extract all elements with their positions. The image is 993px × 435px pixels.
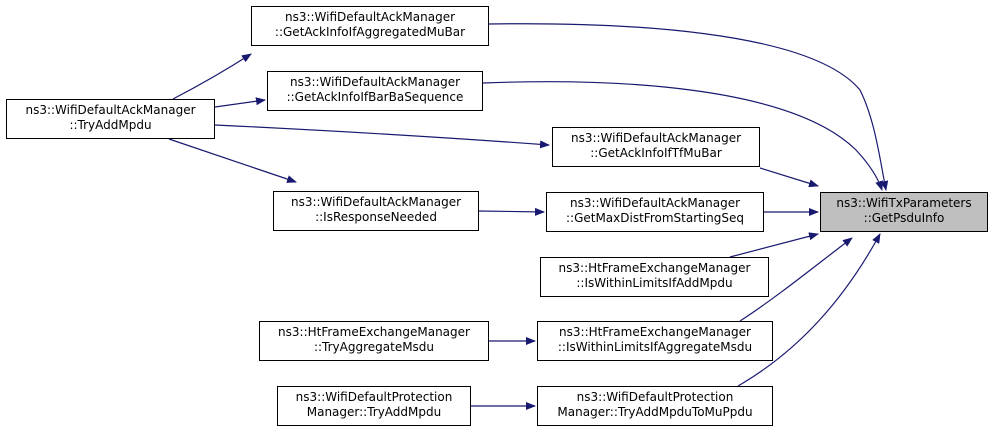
- node-line: ns3::HtFrameExchangeManager: [558, 261, 751, 275]
- node-line: ::IsWithinLimitsIfAggregateMsdu: [557, 340, 753, 354]
- node-line: ns3::WifiDefaultAckManager: [569, 196, 741, 210]
- edge-mubar-to-psdu: [488, 23, 889, 191]
- edge-response-to-maxdist: [478, 207, 545, 216]
- node-line: ns3::WifiDefaultAckManager: [570, 131, 742, 145]
- node-is-within-limits-if-add-mpdu[interactable]: ns3::HtFrameExchangeManager ::IsWithinLi…: [540, 257, 769, 297]
- edge-trympdu-to-mubar: [172, 53, 252, 100]
- node-line: ns3::HtFrameExchangeManager: [559, 325, 751, 339]
- node-try-add-mpdu-to-mu-ppdu[interactable]: ns3::WifiDefaultProtection Manager::TryA…: [537, 386, 773, 426]
- node-default-ack-manager-try-add-mpdu[interactable]: ns3::WifiDefaultAckManager ::TryAddMpdu: [6, 99, 215, 139]
- edge-mupdu-to-psdu: [737, 233, 881, 387]
- node-line: ::GetAckInfoIfAggregatedMuBar: [274, 25, 466, 39]
- node-protection-manager-try-add-mpdu[interactable]: ns3::WifiDefaultProtection Manager::TryA…: [277, 386, 471, 426]
- node-try-aggregate-msdu[interactable]: ns3::HtFrameExchangeManager ::TryAggrega…: [259, 321, 489, 361]
- edge-trympdu-to-response: [168, 138, 297, 183]
- edge-trympdu-to-tfmubar: [214, 124, 550, 149]
- node-line: ::IsWithinLimitsIfAddMpdu: [576, 276, 733, 290]
- node-get-ack-info-if-bar-ba-sequence[interactable]: ns3::WifiDefaultAckManager ::GetAckInfoI…: [267, 71, 483, 111]
- node-line: ::TryAddMpdu: [69, 118, 152, 132]
- edge-barba-to-psdu: [482, 81, 883, 191]
- node-get-ack-info-if-aggregated-mu-bar[interactable]: ns3::WifiDefaultAckManager ::GetAckInfoI…: [251, 6, 489, 46]
- node-line: ::TryAggregateMsdu: [313, 340, 435, 354]
- node-line: ::GetMaxDistFromStartingSeq: [565, 211, 745, 225]
- node-line: ns3::WifiDefaultAckManager: [289, 75, 461, 89]
- node-line: ns3::WifiTxParameters: [836, 196, 972, 210]
- edge-limitsmpdu-to-psdu: [729, 232, 819, 258]
- node-line: ns3::WifiDefaultAckManager: [290, 195, 462, 209]
- node-get-max-dist-from-starting-seq[interactable]: ns3::WifiDefaultAckManager ::GetMaxDistF…: [546, 192, 764, 232]
- node-is-response-needed[interactable]: ns3::WifiDefaultAckManager ::IsResponseN…: [273, 191, 479, 231]
- node-line: ::GetAckInfoIfBarBaSequence: [286, 90, 464, 104]
- node-line: Manager::TryAddMpdu: [306, 405, 442, 419]
- node-line: ns3::WifiDefaultProtection: [576, 390, 734, 404]
- node-line: ns3::HtFrameExchangeManager: [278, 325, 470, 339]
- node-is-within-limits-if-aggregate-msdu[interactable]: ns3::HtFrameExchangeManager ::IsWithinLi…: [537, 321, 773, 361]
- node-wifi-tx-parameters-get-psdu-info[interactable]: ns3::WifiTxParameters ::GetPsduInfo: [820, 192, 988, 232]
- node-line: ::GetPsduInfo: [863, 211, 945, 225]
- edge-limitsmsdu-to-psdu: [739, 237, 853, 322]
- node-line: ns3::WifiDefaultAckManager: [25, 103, 196, 117]
- node-get-ack-info-if-tf-mu-bar[interactable]: ns3::WifiDefaultAckManager ::GetAckInfoI…: [552, 127, 760, 167]
- node-line: ns3::WifiDefaultProtection: [295, 390, 453, 404]
- edge-tfmubar-to-psdu: [759, 167, 819, 188]
- node-line: Manager::TryAddMpduToMuPpdu: [557, 405, 753, 419]
- node-line: ::IsResponseNeeded: [315, 210, 437, 224]
- edge-trympdu-to-barba: [214, 97, 266, 108]
- node-line: ns3::WifiDefaultAckManager: [284, 10, 456, 24]
- node-line: ::GetAckInfoIfTfMuBar: [590, 146, 722, 160]
